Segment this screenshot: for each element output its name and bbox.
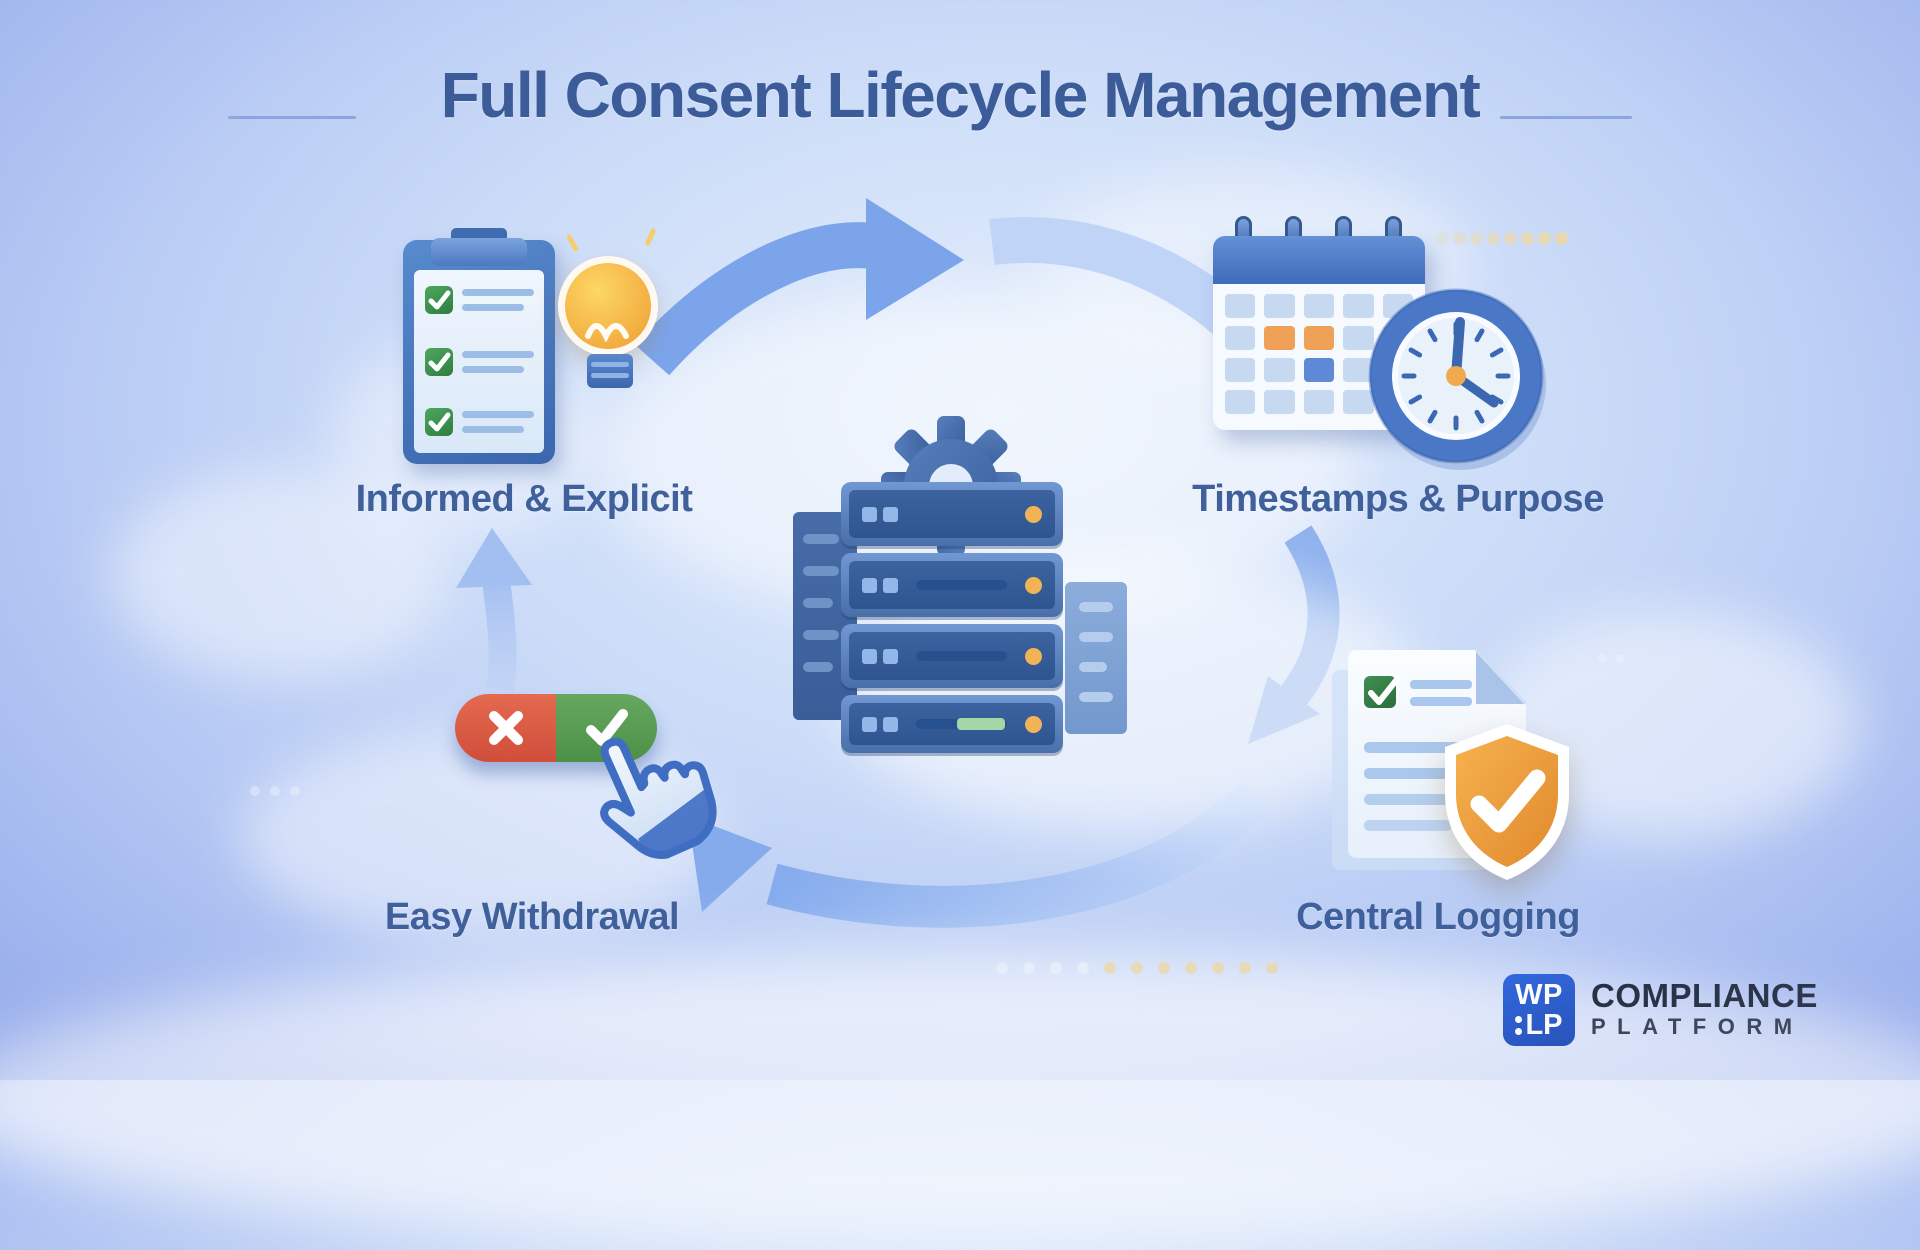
stage-label-timestamps-purpose: Timestamps & Purpose [1148,478,1648,521]
dotted-line-decoration [250,786,300,796]
stage-label-easy-withdrawal: Easy Withdrawal [282,896,782,939]
server-stack-icon [793,416,1127,756]
server-led [1025,506,1042,523]
consent-lifecycle-infographic: Full Consent Lifecycle Management [0,0,1920,1080]
server-led [1025,716,1042,733]
checkbox-checked-icon [425,348,453,376]
dotted-line-decoration [1436,232,1568,245]
lightbulb-icon [552,246,668,416]
title-dash-left [228,116,356,119]
stage-label-informed-explicit: Informed & Explicit [274,478,774,521]
checkbox-checked-icon [425,286,453,314]
server-unit [841,482,1063,546]
document-shield-icon [1332,648,1582,883]
clipboard-clip [431,238,527,266]
wp-lp-logo-badge: WP LP [1503,974,1575,1046]
dotted-line-decoration [996,962,1278,974]
server-unit [841,695,1063,753]
arrow-top-icon [652,198,1256,360]
logo-name: COMPLIANCE [1591,979,1818,1013]
logo-subname: PLATFORM [1591,1013,1818,1041]
clipboard-checklist-icon [403,240,555,464]
server-side-panel [1065,582,1127,734]
dotted-line-decoration [1598,654,1625,663]
server-unit [841,624,1063,688]
server-led [1025,577,1042,594]
page-title: Full Consent Lifecycle Management [0,58,1920,132]
toggle-off-x-icon [455,694,556,762]
server-led [1025,648,1042,665]
stage-label-central-logging: Central Logging [1188,896,1688,939]
shield-check-icon [1437,722,1577,884]
hand-cursor-icon [578,726,726,876]
checkbox-checked-icon [425,408,453,436]
checkbox-checked-icon [1364,676,1396,708]
logo-colon-dots [1515,1016,1522,1035]
server-unit [841,553,1063,617]
brand-logo: WP LP COMPLIANCE PLATFORM [1503,974,1818,1046]
title-dash-right [1500,116,1632,119]
arrow-up-icon [456,528,532,690]
header: Full Consent Lifecycle Management [0,58,1920,132]
clock-icon [1368,288,1544,464]
